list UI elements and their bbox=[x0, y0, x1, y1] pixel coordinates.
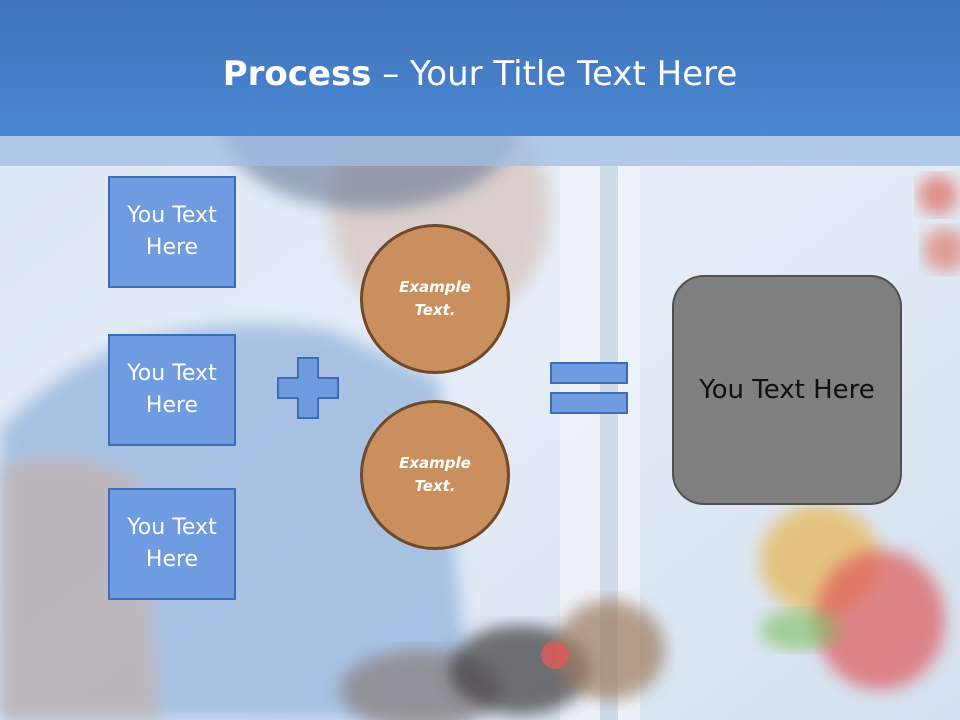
example-circle-2-label: Example Text. bbox=[399, 454, 471, 495]
text-box-2: You Text Here bbox=[108, 334, 236, 446]
header-band bbox=[0, 136, 960, 166]
title-bar bbox=[0, 0, 960, 136]
example-circle-1: Example Text. bbox=[360, 224, 510, 374]
title-bold: Process bbox=[222, 54, 372, 94]
text-box-3-label: You Text Here bbox=[127, 515, 217, 572]
slide-title: Process – Your Title Text Here bbox=[0, 52, 960, 96]
result-label: You Text Here bbox=[699, 375, 875, 405]
plus-icon bbox=[277, 357, 339, 419]
text-box-1: You Text Here bbox=[108, 176, 236, 288]
example-circle-1-label: Example Text. bbox=[399, 278, 471, 319]
equals-icon bbox=[550, 362, 628, 414]
text-box-1-label: You Text Here bbox=[127, 203, 217, 260]
title-rest: – Your Title Text Here bbox=[371, 54, 738, 94]
example-circle-2: Example Text. bbox=[360, 400, 510, 550]
text-box-3: You Text Here bbox=[108, 488, 236, 600]
text-box-2-label: You Text Here bbox=[127, 361, 217, 418]
result-box: You Text Here bbox=[672, 275, 902, 505]
